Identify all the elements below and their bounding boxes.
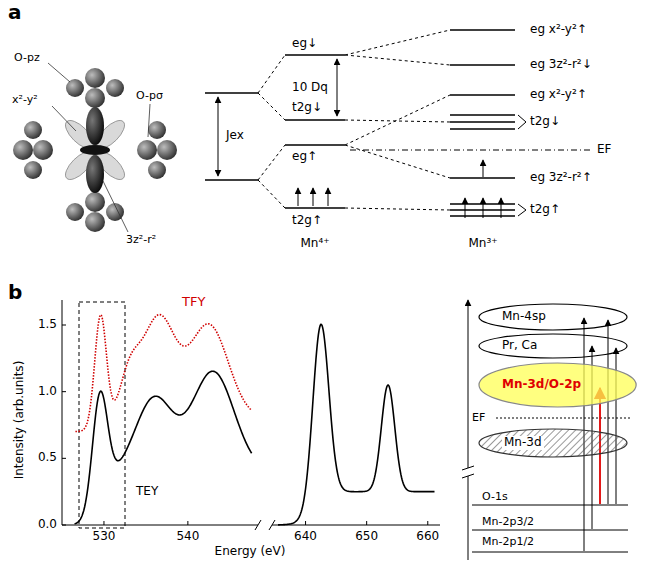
leader-lines bbox=[48, 63, 150, 232]
3z2-r2-ring bbox=[80, 145, 110, 155]
energy-level-diagram bbox=[205, 30, 592, 218]
tick-label: 650 bbox=[355, 530, 378, 544]
level-label: eg↑ bbox=[292, 150, 317, 164]
plot-axes bbox=[62, 300, 440, 530]
tick-mark bbox=[62, 325, 66, 326]
oxygen-p-lobe bbox=[85, 88, 105, 108]
tey-curve bbox=[278, 324, 434, 524]
level-label: eg x²-y²↑ bbox=[530, 88, 587, 102]
axis-title: Energy (eV) bbox=[215, 545, 286, 559]
tick-mark bbox=[366, 521, 367, 525]
tick-label: 0.5 bbox=[38, 451, 57, 465]
core-level-label: Mn-2p3/2 bbox=[482, 516, 534, 529]
level-label: t2g↑ bbox=[530, 203, 560, 217]
core-level-label: Mn-2p1/2 bbox=[482, 536, 534, 549]
band-shape bbox=[478, 428, 628, 458]
oxygen-p-lobe bbox=[148, 121, 166, 139]
tick-mark bbox=[305, 521, 306, 525]
band-shape bbox=[478, 303, 628, 331]
oxygen-p-lobe bbox=[85, 68, 105, 88]
tick-label: 660 bbox=[416, 530, 439, 544]
tick-label: 1.0 bbox=[38, 385, 57, 399]
tick-mark bbox=[62, 391, 66, 392]
band-ellipse bbox=[479, 334, 627, 358]
band-label: Mn-3d/O-2p bbox=[502, 378, 581, 392]
tick-label: 1.5 bbox=[38, 318, 57, 332]
core-level-label: O-1s bbox=[482, 491, 508, 504]
oxygen-p-lobe bbox=[157, 140, 177, 160]
fermi-label: EF bbox=[597, 143, 611, 157]
oxygen-p-lobe bbox=[24, 161, 42, 179]
oxygen-p-lobe bbox=[85, 212, 105, 232]
band-ellipse bbox=[479, 363, 636, 407]
band-outline: Pr, Ca bbox=[478, 333, 628, 359]
tey-curve bbox=[75, 371, 252, 524]
highlight-box bbox=[79, 302, 125, 528]
3z2-r2-lobe bbox=[86, 155, 104, 193]
3z2-r2-lobe bbox=[86, 107, 104, 145]
band-shape bbox=[478, 333, 628, 359]
oxygen-p-lobe bbox=[33, 140, 53, 160]
tick-mark bbox=[62, 525, 66, 526]
orbital-drawing bbox=[13, 68, 177, 232]
tick-label: 0.0 bbox=[38, 518, 57, 532]
panel-letter: a bbox=[8, 1, 22, 24]
oxygen-p-lobe bbox=[66, 79, 84, 97]
band-ellipse bbox=[479, 429, 627, 457]
axis-title: Intensity (arb.units) bbox=[13, 361, 27, 480]
tick-label: 640 bbox=[294, 530, 317, 544]
exchange-label: Jex bbox=[226, 129, 244, 143]
level-label: t2g↓ bbox=[292, 101, 322, 115]
tick-mark bbox=[103, 521, 104, 525]
level-label: eg 3z²-r²↑ bbox=[530, 171, 592, 185]
series-label: TEY bbox=[136, 485, 158, 499]
level-label: eg 3z²-r²↓ bbox=[530, 58, 592, 72]
splitting-label: 10 Dq bbox=[292, 81, 328, 95]
series-label: TFY bbox=[182, 295, 205, 310]
tick-mark bbox=[62, 458, 66, 459]
level-label: eg↓ bbox=[292, 37, 317, 51]
ion-label: Mn³⁺ bbox=[468, 237, 497, 251]
band-label: Mn-4sp bbox=[502, 310, 546, 324]
oxygen-p-lobe bbox=[148, 161, 166, 179]
panel-letter: b bbox=[8, 281, 22, 304]
occupied-band: Mn-3d bbox=[478, 428, 628, 458]
oxygen-p-lobe bbox=[13, 140, 33, 160]
ion-label: Mn⁴⁺ bbox=[300, 237, 329, 251]
hybrid-band: Mn-3d/O-2p bbox=[478, 362, 637, 408]
orbital-label: 3z²-r² bbox=[126, 234, 156, 247]
oxygen-p-lobe bbox=[137, 140, 157, 160]
tick-mark bbox=[427, 521, 428, 525]
tick-mark bbox=[187, 521, 188, 525]
tick-label: 540 bbox=[176, 530, 199, 544]
tfy-curve bbox=[75, 315, 250, 432]
fermi-label: EF bbox=[472, 412, 485, 425]
oxygen-p-lobe bbox=[66, 203, 84, 221]
spectra bbox=[75, 315, 435, 525]
oxygen-p-lobe bbox=[106, 79, 124, 97]
orbital-label: O-pσ bbox=[136, 90, 163, 103]
level-label: t2g↑ bbox=[292, 214, 322, 228]
oxygen-p-lobe bbox=[85, 192, 105, 212]
level-label: t2g↓ bbox=[530, 115, 560, 129]
band-diagram bbox=[462, 300, 630, 560]
level-label: eg x²-y²↑ bbox=[530, 23, 587, 37]
band-ellipse bbox=[479, 304, 627, 330]
orbital-label: O-pz bbox=[14, 52, 40, 65]
oxygen-p-lobe bbox=[24, 121, 42, 139]
band-outline: Mn-4sp bbox=[478, 303, 628, 331]
orbital-label: x²-y² bbox=[12, 94, 38, 107]
band-label: Pr, Ca bbox=[502, 339, 537, 353]
band-label: Mn-3d bbox=[502, 436, 544, 450]
tick-label: 530 bbox=[93, 530, 116, 544]
